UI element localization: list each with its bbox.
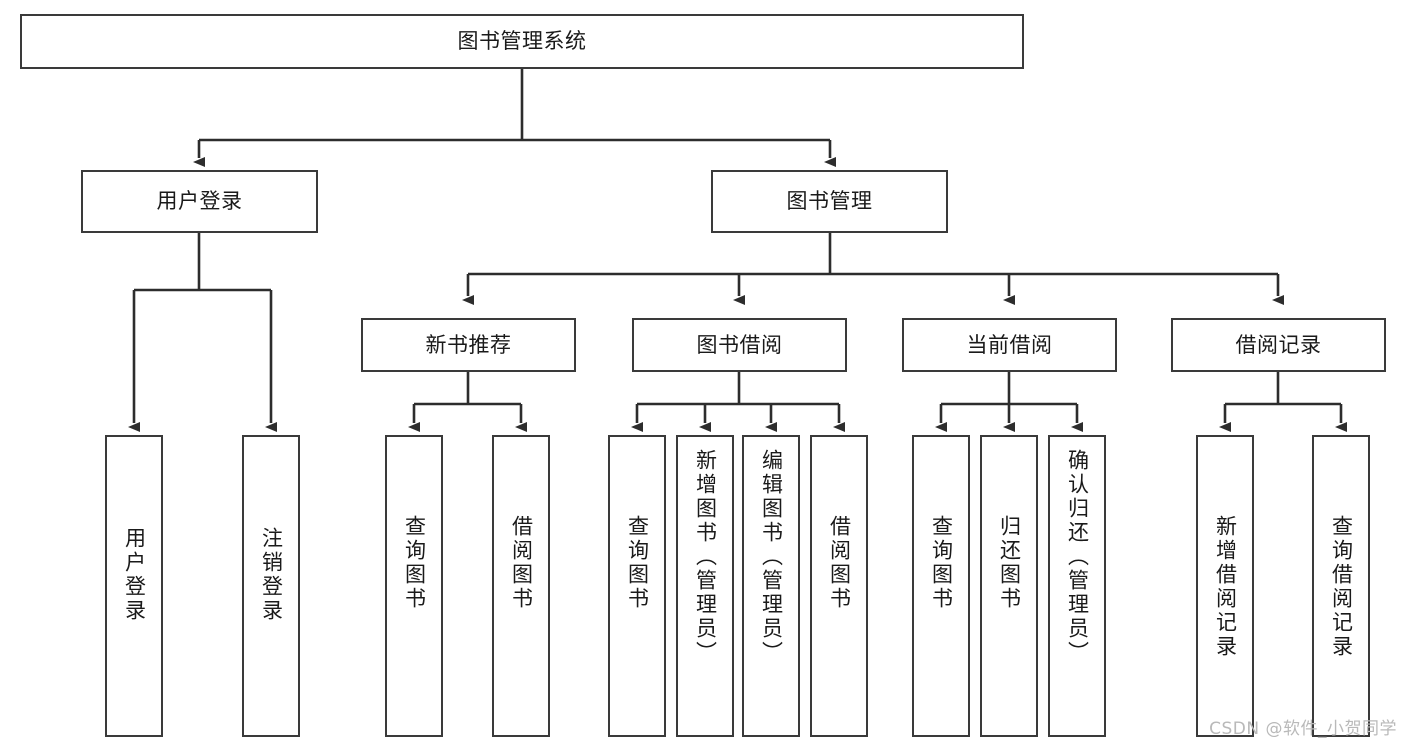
node-label: 注销登录 (259, 527, 284, 623)
node-book-borrow[interactable]: 图书借阅 (632, 318, 847, 372)
node-user-login[interactable]: 用户登录 (81, 170, 318, 233)
node-label: 用户登录 (122, 527, 147, 623)
node-label: 借阅图书 (827, 515, 852, 611)
node-label: 查询借阅记录 (1329, 515, 1354, 659)
node-label: 图书借阅 (696, 332, 783, 357)
node-label: 借阅图书 (509, 515, 534, 611)
leaf-current-return-book[interactable]: 归还图书 (980, 435, 1038, 737)
leaf-borrow-query-book[interactable]: 查询图书 (608, 435, 666, 737)
node-label: 当前借阅 (966, 332, 1053, 357)
node-new-book-recommend[interactable]: 新书推荐 (361, 318, 576, 372)
node-label: 新增借阅记录 (1213, 515, 1238, 659)
node-book-management[interactable]: 图书管理 (711, 170, 948, 233)
leaf-borrow-edit-book-admin[interactable]: 编辑图书（管理员） (742, 435, 800, 737)
leaf-record-add-record[interactable]: 新增借阅记录 (1196, 435, 1254, 737)
node-label: 新书推荐 (425, 332, 512, 357)
leaf-new-book-borrow-book[interactable]: 借阅图书 (492, 435, 550, 737)
node-label: 编辑图书（管理员） (759, 449, 784, 665)
node-label: 归还图书 (997, 515, 1022, 611)
leaf-current-confirm-return-admin[interactable]: 确认归还（管理员） (1048, 435, 1106, 737)
node-label: 用户登录 (156, 189, 243, 214)
node-borrow-record[interactable]: 借阅记录 (1171, 318, 1386, 372)
node-label: 查询图书 (929, 515, 954, 611)
node-label: 查询图书 (402, 515, 427, 611)
node-label: 查询图书 (625, 515, 650, 611)
leaf-new-book-query-book[interactable]: 查询图书 (385, 435, 443, 737)
leaf-borrow-add-book-admin[interactable]: 新增图书（管理员） (676, 435, 734, 737)
node-label: 图书管理 (786, 189, 873, 214)
node-label: 新增图书（管理员） (693, 449, 718, 665)
node-root-system[interactable]: 图书管理系统 (20, 14, 1024, 69)
leaf-current-query-book[interactable]: 查询图书 (912, 435, 970, 737)
leaf-record-query-record[interactable]: 查询借阅记录 (1312, 435, 1370, 737)
leaf-borrow-borrow-book[interactable]: 借阅图书 (810, 435, 868, 737)
node-label: 确认归还（管理员） (1065, 449, 1090, 665)
leaf-user-login-logout[interactable]: 注销登录 (242, 435, 300, 737)
node-current-borrow[interactable]: 当前借阅 (902, 318, 1117, 372)
leaf-user-login-login[interactable]: 用户登录 (105, 435, 163, 737)
node-label: 借阅记录 (1235, 332, 1322, 357)
node-label: 图书管理系统 (457, 29, 587, 54)
csdn-watermark: CSDN @软件_小贺同学 (1209, 719, 1397, 739)
